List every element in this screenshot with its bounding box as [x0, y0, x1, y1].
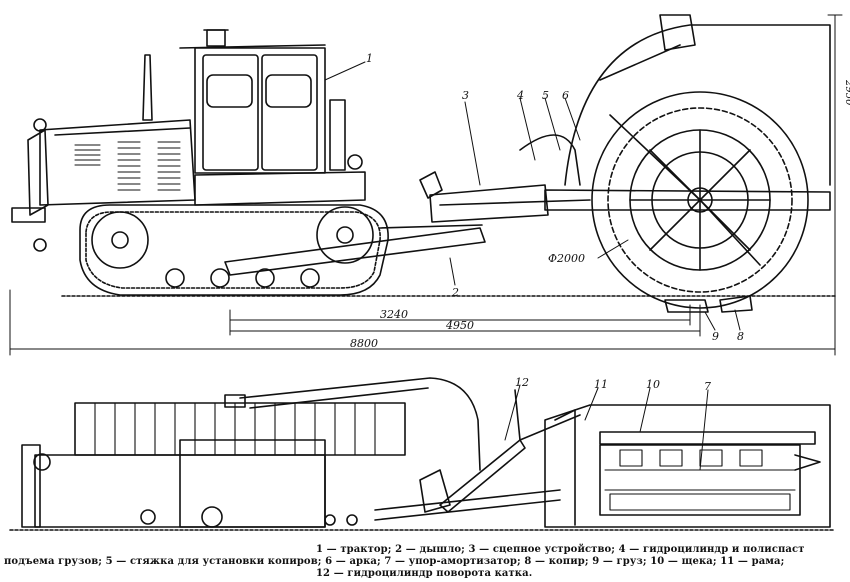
- callout-9: 9: [712, 330, 719, 343]
- side-elevation-view: [9, 14, 843, 356]
- plan-roller: [599, 444, 801, 516]
- callout-7: 7: [704, 380, 711, 393]
- dimension-labels: 3240 4950 8800 Φ2000 2950: [350, 79, 850, 350]
- dim-total-length: 8800: [350, 337, 378, 350]
- callout-5: 5: [542, 89, 549, 102]
- callout-8: 8: [737, 330, 744, 343]
- dim-wheel-diameter: Φ2000: [548, 252, 585, 265]
- callout-6: 6: [562, 89, 569, 102]
- dim-wheelbase: 3240: [380, 308, 408, 321]
- callout-2: 2: [451, 286, 459, 299]
- technical-drawing: 1 2 3 4 5 6 9 8 12 11 10 7 3240 4950 880…: [9, 14, 850, 531]
- crawler-track: [79, 204, 389, 296]
- exhaust-stack: [142, 54, 153, 121]
- plan-turn-cylinder: [439, 439, 526, 513]
- plan-cheek: [599, 431, 816, 445]
- caption-line-1: 1 — трактор; 2 — дышло; 3 — сцепное устр…: [316, 544, 805, 555]
- plan-boom: [239, 377, 481, 471]
- callout-3: 3: [462, 89, 469, 102]
- plan-view: [9, 377, 836, 531]
- weight-block: [664, 299, 709, 313]
- caption-line-2: подъема грузов; 5 — стяжка для установки…: [4, 556, 785, 567]
- hydraulic-cylinder: [519, 134, 581, 186]
- copier: [719, 295, 753, 313]
- frame-beam: [544, 189, 831, 211]
- callout-12: 12: [515, 376, 529, 389]
- drawbar: [224, 227, 486, 276]
- coupling-device: [419, 171, 591, 223]
- tractor: [11, 29, 389, 296]
- callout-1: 1: [366, 52, 373, 65]
- caption-line-3: 12 — гидроцилиндр поворота катка.: [316, 568, 533, 579]
- figure-caption: 1 — трактор; 2 — дышло; 3 — сцепное устр…: [4, 544, 846, 580]
- plan-frame: [544, 404, 831, 528]
- callout-labels: 1 2 3 4 5 6 9 8 12 11 10 7: [366, 52, 744, 393]
- tractor-cab: [179, 29, 326, 174]
- callout-10: 10: [646, 378, 660, 391]
- radiator-grille: [74, 141, 181, 191]
- dim-height: 2950: [843, 79, 850, 106]
- plan-drawbar: [374, 489, 561, 511]
- roller-wheel: [591, 91, 809, 309]
- callout-11: 11: [594, 378, 608, 391]
- dim-mid-length: 4950: [445, 319, 474, 332]
- arch: [564, 24, 831, 186]
- callout-4: 4: [516, 89, 524, 102]
- dimension-lines: [9, 14, 843, 356]
- leader-lines: [324, 61, 741, 331]
